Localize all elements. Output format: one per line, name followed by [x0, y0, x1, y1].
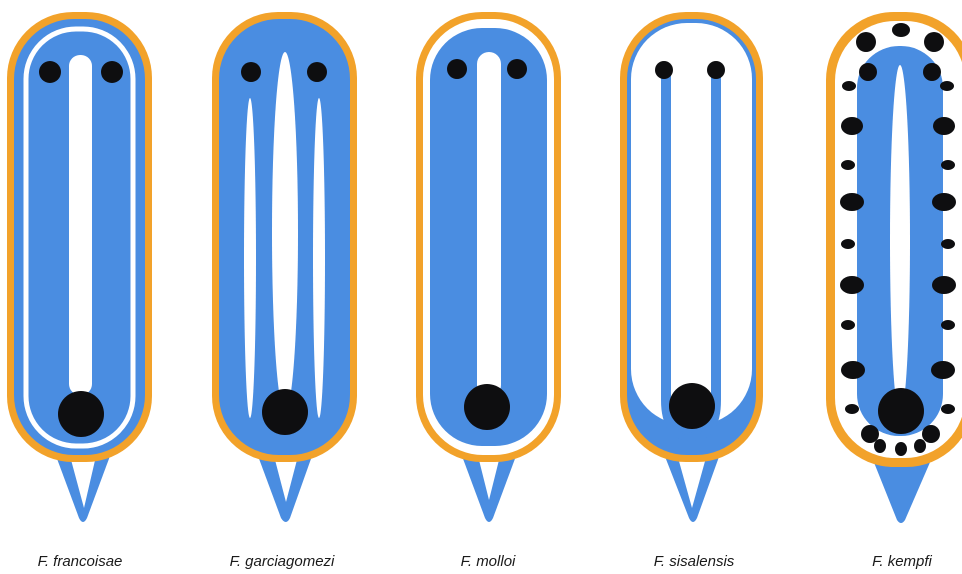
marginal-spot [845, 404, 859, 414]
species-label-garciagomezi: F. garciagomezi [230, 553, 335, 570]
eye-spot-left-garciagomezi [241, 62, 261, 82]
species-label-molloi: F. molloi [461, 553, 516, 570]
species-label-sisalensis: F. sisalensis [654, 553, 735, 570]
eye-spot-left-francoisae [39, 61, 61, 83]
specimen-kempfi: F. kempfi [826, 12, 962, 570]
marginal-spot [941, 160, 955, 170]
marginal-spot [840, 193, 864, 211]
marginal-spot [923, 63, 941, 81]
base-spot-kempfi [878, 388, 924, 434]
marginal-spot [895, 442, 907, 456]
marginal-spot [932, 276, 956, 294]
inner-stripe-kempfi [890, 65, 910, 415]
inner-stripe-right-garciagomezi [313, 98, 325, 418]
marginal-spot [856, 32, 876, 52]
base-spot-sisalensis [669, 383, 715, 429]
eye-spot-right-molloi [507, 59, 527, 79]
eye-spot-right-garciagomezi [307, 62, 327, 82]
marginal-spot [941, 320, 955, 330]
base-spot-garciagomezi [262, 389, 308, 435]
marginal-spot [841, 361, 865, 379]
marginal-spot [940, 81, 954, 91]
inner-stripe-francoisae [69, 55, 92, 395]
marginal-spot [932, 193, 956, 211]
species-label-kempfi: F. kempfi [872, 553, 932, 570]
marginal-spot [892, 23, 910, 37]
specimen-molloi: F. molloi [416, 12, 561, 570]
marginal-spot [841, 239, 855, 249]
specimen-francoisae: F. francoisae [7, 12, 152, 570]
base-spot-molloi [464, 384, 510, 430]
marginal-spot [941, 239, 955, 249]
marginal-spot [922, 425, 940, 443]
marginal-spot [933, 117, 955, 135]
marginal-spot [841, 117, 863, 135]
marginal-spot [861, 425, 879, 443]
specimen-sisalensis: F. sisalensis [620, 12, 763, 570]
marginal-spot [914, 439, 926, 453]
marginal-spot [924, 32, 944, 52]
inner-stripe-molloi [477, 52, 501, 397]
species-label-francoisae: F. francoisae [38, 553, 123, 570]
eye-spot-right-sisalensis [707, 61, 725, 79]
marginal-spot [931, 361, 955, 379]
base-spot-francoisae [58, 391, 104, 437]
eye-spot-left-sisalensis [655, 61, 673, 79]
marginal-spot [841, 320, 855, 330]
marginal-spot [859, 63, 877, 81]
marginal-spot [840, 276, 864, 294]
marginal-spot [941, 404, 955, 414]
inner-stripe-center-garciagomezi [272, 52, 298, 412]
eye-spot-left-molloi [447, 59, 467, 79]
marginal-spot [874, 439, 886, 453]
eye-spot-right-francoisae [101, 61, 123, 83]
specimen-garciagomezi: F. garciagomezi [212, 12, 357, 570]
tail-kempfi [873, 460, 931, 523]
marginal-spot [841, 160, 855, 170]
marginal-spot [842, 81, 856, 91]
inner-stripe-left-garciagomezi [244, 98, 256, 418]
white-field-sisalensis [631, 23, 752, 425]
